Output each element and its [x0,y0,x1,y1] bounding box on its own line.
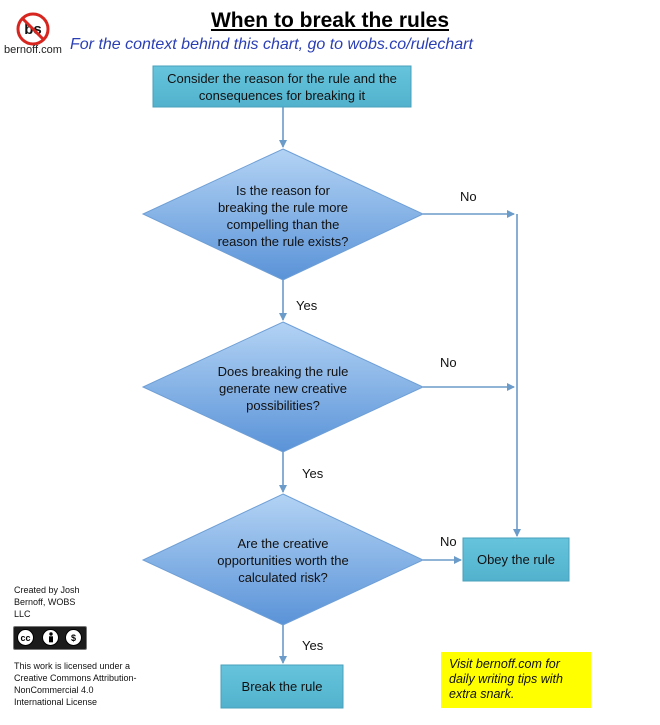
decision-diamond-2 [141,321,425,453]
obey-box [462,537,570,582]
bs-logo: bs [16,12,50,46]
license-text: This work is licensed under a Creative C… [14,661,137,707]
obey-box-label: Obey the rule [476,552,556,567]
edge-label-q1-yes: Yes [296,298,318,313]
decision-3-label: Are the creative opportunities worth the… [217,535,349,585]
decision-diamond-1 [141,148,425,281]
cc-license-badge[interactable]: cc $ [13,626,87,650]
edge-label-q1-no: No [460,189,477,204]
cc-icon: cc [17,629,34,646]
page-title: When to break the rules [210,9,450,32]
edge-label-q2-yes: Yes [302,466,324,481]
logo-caption: bernoff.com [4,44,62,56]
decision-diamond-3 [141,493,425,626]
start-box-label: Consider the reason for the rule and the… [167,70,397,103]
promo-note: Visit bernoff.com for daily writing tips… [441,652,591,708]
credit-text: Created by Josh Bernoff, WOBS LLC [14,585,80,619]
page-subtitle: For the context behind this chart, go to… [70,36,473,53]
by-icon [42,629,59,646]
break-box [220,664,344,709]
edge-label-q2-no: No [440,355,457,370]
start-box [152,65,412,108]
decision-1-label: Is the reason for breaking the rule more… [217,183,349,249]
break-box-label: Break the rule [241,679,323,694]
edge-label-q3-no: No [440,534,457,549]
edge-label-q3-yes: Yes [302,638,324,653]
nc-icon: $ [65,629,82,646]
decision-2-label: Does breaking the rule generate new crea… [217,363,349,413]
